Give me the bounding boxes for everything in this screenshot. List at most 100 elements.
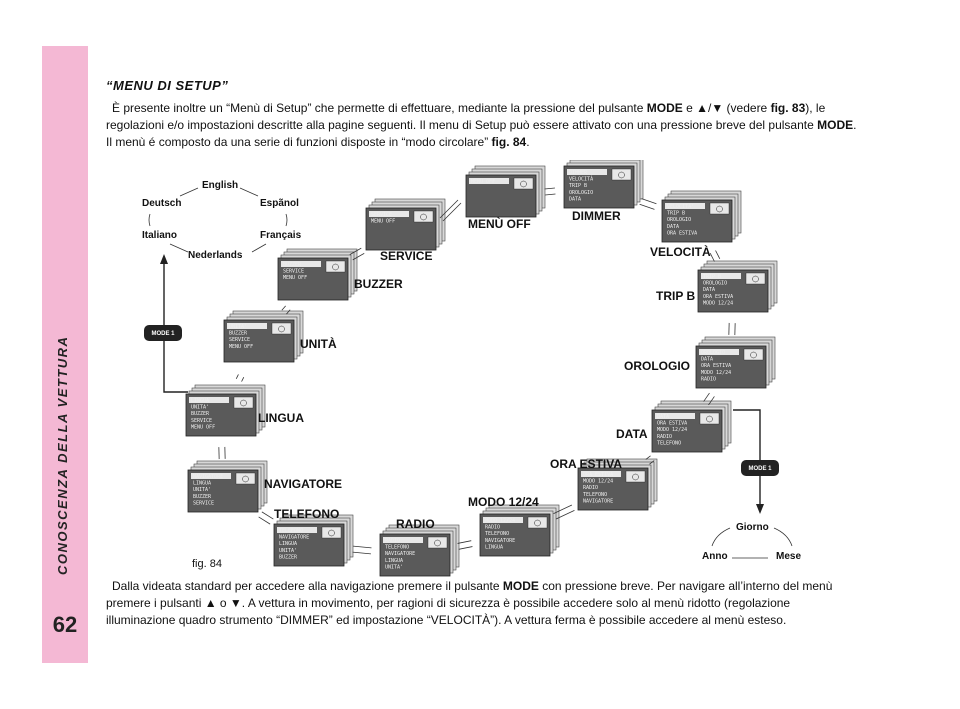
date-mese: Mese [776,551,801,562]
screen-line: UNITA' [279,548,297,554]
menu-label: VELOCITÀ [650,244,711,259]
screen-line: OROLOGIO [701,350,725,356]
screen-line: TRIP B [569,183,587,189]
cycle-arrow [457,540,472,544]
menu-label: TRIP B [656,289,695,303]
speedometer-icon [745,272,766,285]
menu-label: TELEFONO [274,507,339,521]
screen-line: OROLOGIO [667,217,691,223]
outro-paragraph: Dalla videata standard per accedere alla… [106,579,833,627]
language-nederlands: Nederlands [188,250,243,261]
page-number: 62 [52,612,78,637]
screen-line: TELEFONO [485,531,509,537]
screen-line: DATA [667,224,679,230]
mode-left-connector [163,260,188,393]
menu-label: LINGUA [258,411,304,425]
screen-line: NAVIGATORE [385,551,415,557]
screen-line: UNITA' [229,324,247,330]
cycle-arrow [235,374,239,379]
screen-line: NAVIGATORE [485,538,515,544]
screen-line: RADIO [583,485,598,491]
screen-line: NAVIGATORE [279,535,309,541]
cycle-arrow [352,252,365,261]
screen-line: UNITA' [193,487,211,493]
speedometer-icon [235,472,256,485]
arrow-down-icon [756,504,764,514]
screen-line: SERVICE [229,337,250,343]
cycle-arrow [353,545,372,549]
mode-right-connector [733,409,761,460]
speedometer-icon [527,516,548,529]
menu-label: UNITÀ [300,336,337,351]
cycle-arrow [442,202,462,222]
screen-line: SERVICE [371,212,392,218]
speedometer-icon [321,526,342,539]
intro-paragraph: È presente inoltre un “Menù di Setup” ch… [106,101,857,149]
screen-line: VELOCITÀ [569,176,593,183]
cycle-arrow [544,187,555,190]
cycle-arrow [645,455,651,460]
cycle-arrow [641,198,657,205]
section-title: CONOSCENZA DELLA VETTURA [55,335,70,575]
cycle-arrow [258,516,271,525]
sidebar [42,46,88,663]
screen-line: NAVIGATORE [193,474,223,480]
date-ring: Giorno Anno Mese [702,522,801,562]
speedometer-icon [743,348,764,361]
screen-line: DIMMER [569,170,588,176]
cycle-arrow [241,377,245,382]
speedometer-icon [611,168,632,181]
screen-line: ORA ESTIVA [703,294,733,300]
screen-line: TRIP B [667,211,685,217]
screen-line: BUZZER [279,554,298,560]
screen-line: DATA [701,357,713,363]
mode-button-left [144,325,182,341]
language-deutsch: Deutsch [142,198,181,209]
speedometer-icon [427,536,448,549]
cycle-arrow [639,203,655,210]
cycle-arrows [218,187,736,555]
section-heading: “MENU DI SETUP” [106,78,229,93]
screen-line: RADIO [385,538,400,544]
screen-line: RADIO [701,376,716,382]
screen-line: OROLOGIO [569,190,593,196]
screen-line: SERVICE [191,418,212,424]
speedometer-icon [513,177,534,190]
menu-label: DATA [616,427,648,441]
cycle-arrow [281,305,286,311]
screen-line: ORA ESTIVA [667,230,697,236]
screen-line: UNITA' [385,564,403,570]
date-giorno: Giorno [736,522,769,533]
screen-line: BUZZER [283,262,302,268]
language-italiano: Italiano [142,230,177,241]
cycle-arrow [545,193,556,196]
screen-line: RADIO [485,525,500,531]
mode-button-right-label: MODE 1 [748,466,772,472]
screen-line: MODO 12/24 [657,427,687,433]
screen-line: VELOCITA' [667,204,694,210]
menu-label: MENÙ OFF [468,216,531,231]
cycle-arrow [708,396,715,406]
screen-line: DATA [657,414,669,420]
speedometer-icon [709,202,730,215]
screen-line: RADIO [657,434,672,440]
screen-line: OROLOGIO [703,281,727,287]
menu-label: RADIO [396,517,435,531]
screen-line: SERVICE [193,500,214,506]
cycle-arrow [349,247,362,256]
cycle-arrow [352,551,371,555]
speedometer-icon [325,260,346,273]
menu-label: BUZZER [354,277,403,291]
screen-line: MODO 12/24 [583,479,613,485]
screen-line: MENU OFF [283,275,307,281]
